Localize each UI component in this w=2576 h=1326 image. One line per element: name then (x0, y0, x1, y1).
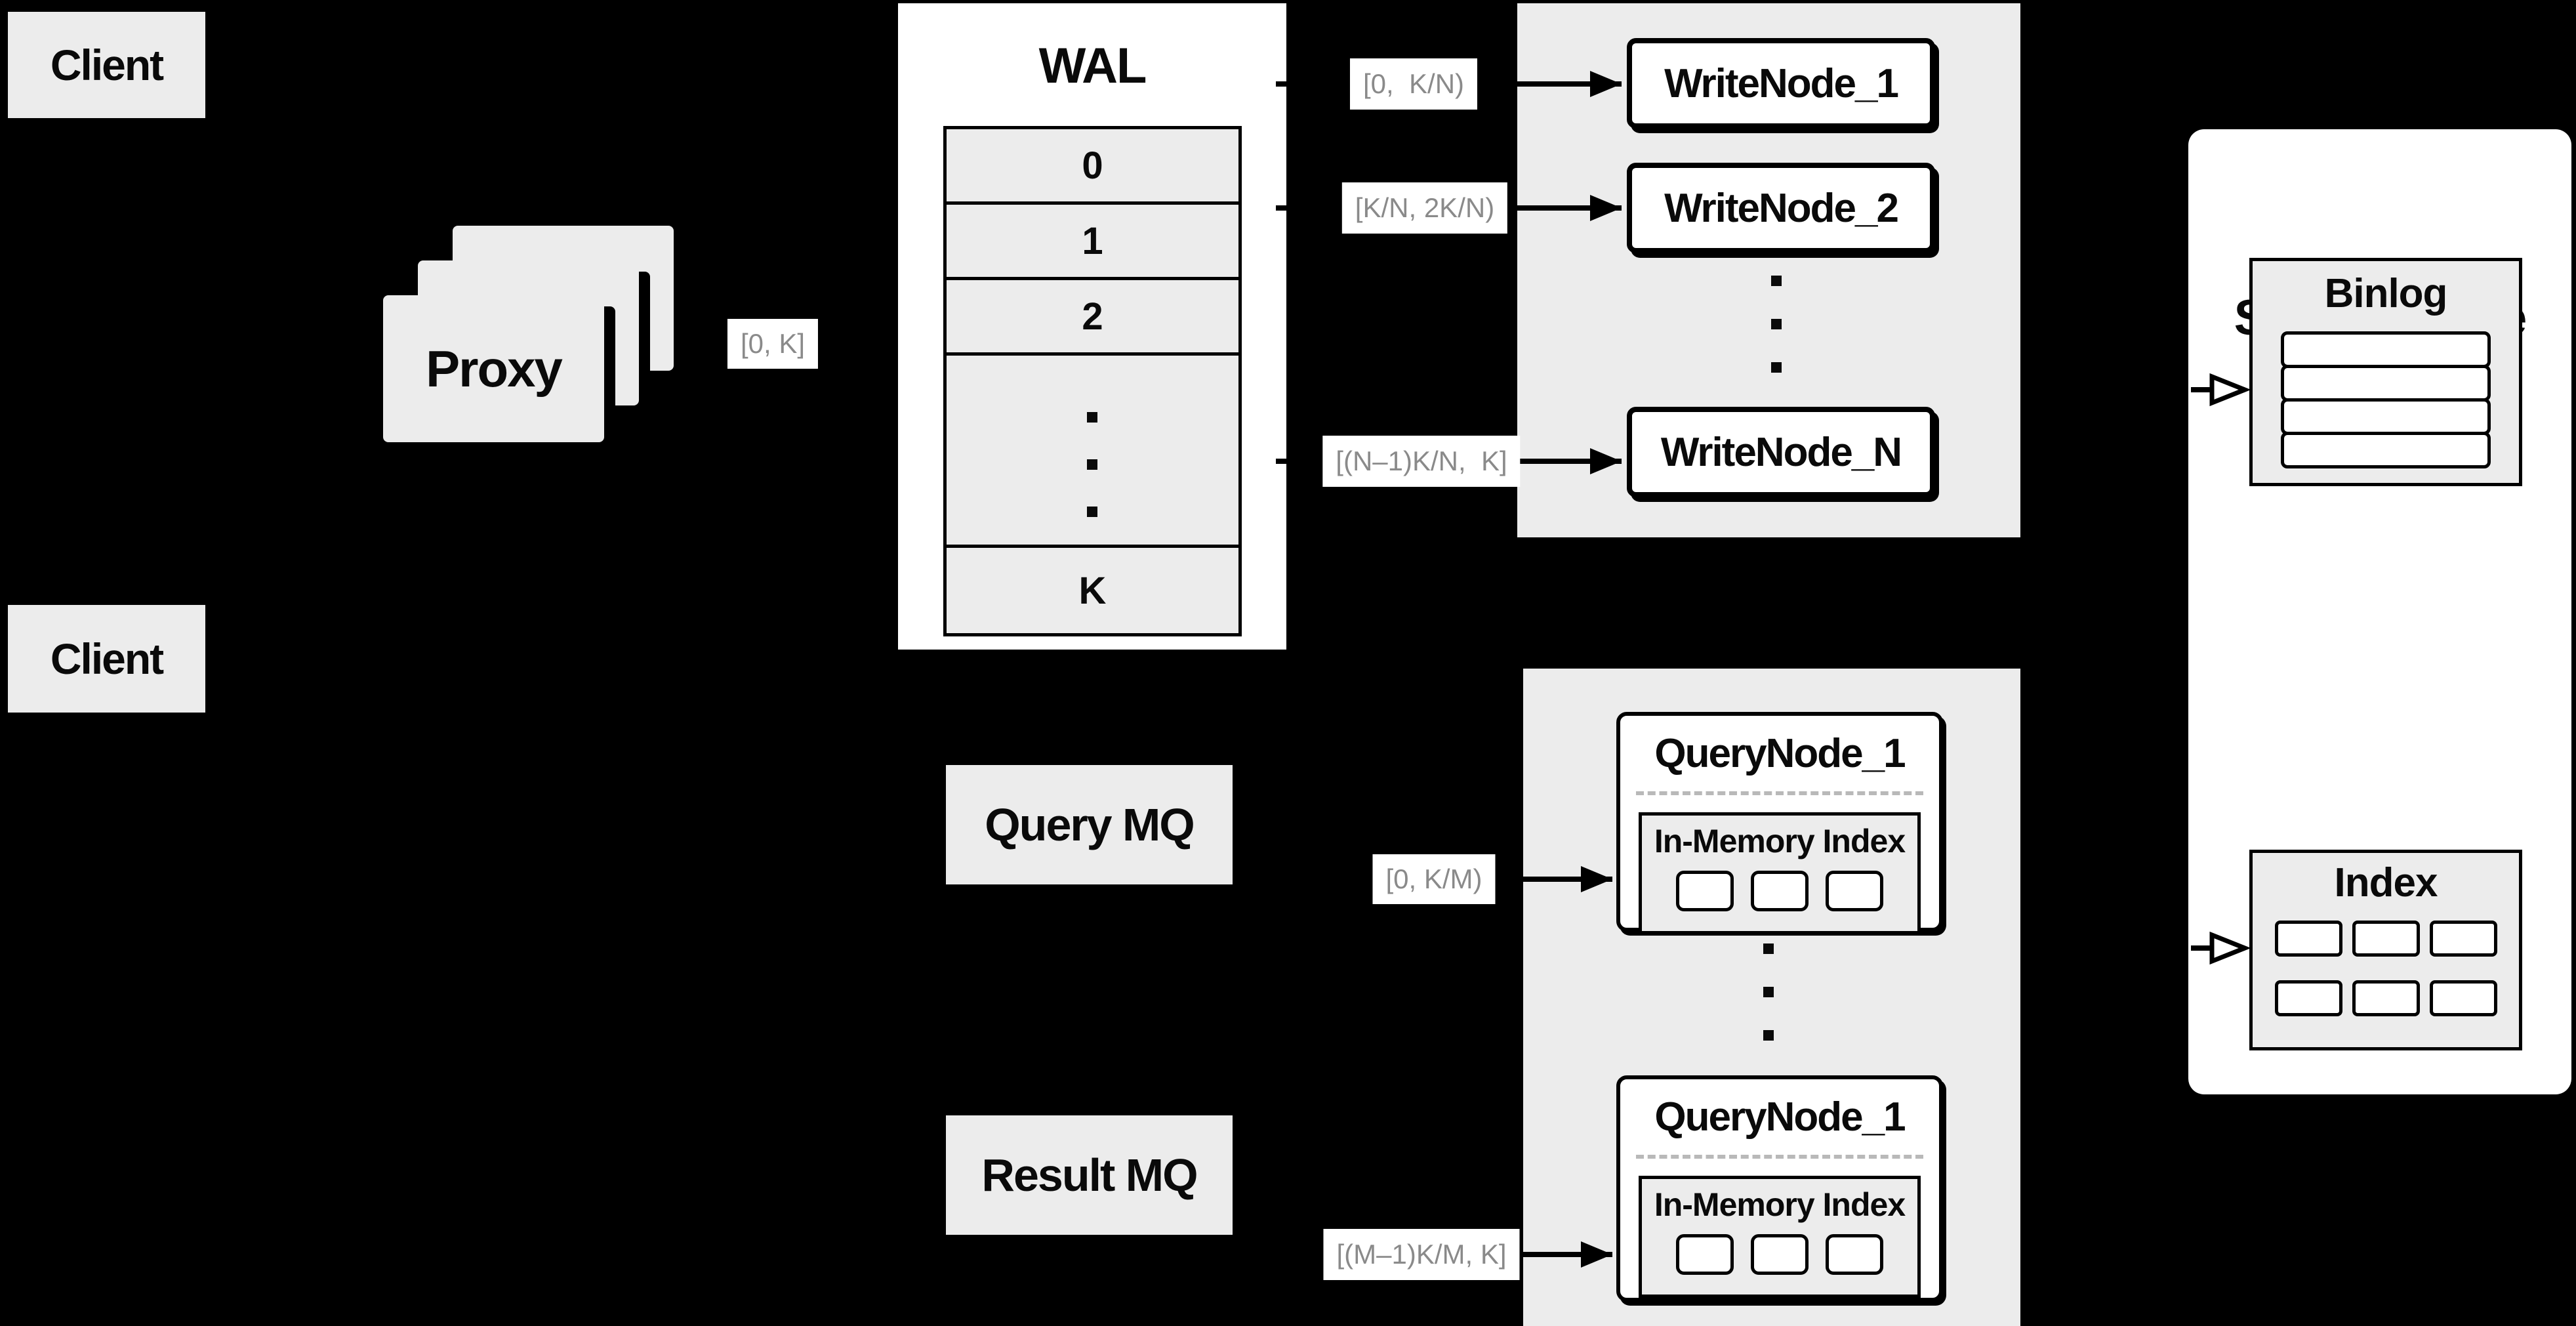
index-cell (2274, 980, 2342, 1016)
write-node-n: WriteNode_N (1627, 407, 1935, 497)
binlog-row (2281, 331, 2491, 368)
index-title: Index (2334, 860, 2438, 905)
client-top-label: Client (50, 41, 164, 89)
write-node-ellipsis-dots-icon (1771, 276, 1782, 373)
query-mq-label: Query MQ (985, 799, 1195, 850)
binlog-box: Binlog (2249, 258, 2522, 486)
index-segment-cell (1751, 1234, 1809, 1275)
wal-row-k: K (943, 545, 1242, 636)
query-mq-box: Query MQ (946, 765, 1233, 884)
wal-row-2: 2 (943, 277, 1242, 356)
index-segment-cell (1826, 1234, 1883, 1275)
range-chip-query-2: [(M–1)K/M, K] (1323, 1229, 1520, 1280)
index-segment-cell (1676, 1234, 1734, 1275)
result-mq-box: Result MQ (946, 1115, 1233, 1235)
query-node-2: QueryNode_1 In-Memory Index (1616, 1075, 1943, 1302)
range-chip-write-n: [(N–1)K/N, K] (1322, 436, 1521, 487)
index-cell (2274, 921, 2342, 957)
query-node-ellipsis-dots-icon (1763, 943, 1774, 1041)
index-segment-cell (1676, 871, 1734, 911)
query-node-1-divider (1636, 791, 1923, 795)
index-segment-cell (1826, 871, 1883, 911)
write-node-1: WriteNode_1 (1627, 38, 1935, 129)
wal-title: WAL (1038, 38, 1147, 94)
wal-row-0: 0 (943, 126, 1242, 205)
wal-ellipsis-dots-icon (1087, 412, 1097, 517)
proxy-card-front: Proxy (383, 295, 604, 442)
index-box: Index (2249, 850, 2522, 1050)
binlog-row (2281, 398, 2491, 435)
query-node-1-title: QueryNode_1 (1654, 731, 1906, 776)
result-mq-label: Result MQ (981, 1150, 1198, 1201)
index-segment-cell (1751, 871, 1809, 911)
range-chip-write-2: [K/N, 2K/N) (1341, 182, 1508, 234)
range-chip-query-1: [0, K/M) (1372, 854, 1496, 904)
query-node-1: QueryNode_1 In-Memory Index (1616, 712, 1943, 934)
in-memory-index-box-1: In-Memory Index (1639, 812, 1921, 934)
wal-box: WAL 0 1 2 K (898, 3, 1286, 650)
binlog-row (2281, 432, 2491, 468)
in-memory-index-box-2: In-Memory Index (1639, 1176, 1921, 1298)
query-node-2-title: QueryNode_1 (1654, 1094, 1906, 1140)
in-memory-index-2-title: In-Memory Index (1654, 1186, 1906, 1223)
client-box-bottom: Client (8, 605, 205, 713)
in-memory-index-1-title: In-Memory Index (1654, 823, 1906, 860)
write-node-2: WriteNode_2 (1627, 163, 1935, 253)
range-chip-write-1: [0, K/N) (1349, 58, 1478, 110)
binlog-title: Binlog (2324, 271, 2448, 316)
proxy-label: Proxy (426, 339, 563, 398)
client-bottom-label: Client (50, 634, 164, 683)
range-chip-proxy: [0, K] (727, 319, 819, 369)
index-cell (2429, 980, 2497, 1016)
index-cell (2352, 980, 2420, 1016)
client-box-top: Client (8, 12, 205, 118)
index-cell (2352, 921, 2420, 957)
query-node-2-divider (1636, 1155, 1923, 1159)
wal-segment-table: 0 1 2 K (943, 126, 1242, 636)
index-cell (2429, 921, 2497, 957)
